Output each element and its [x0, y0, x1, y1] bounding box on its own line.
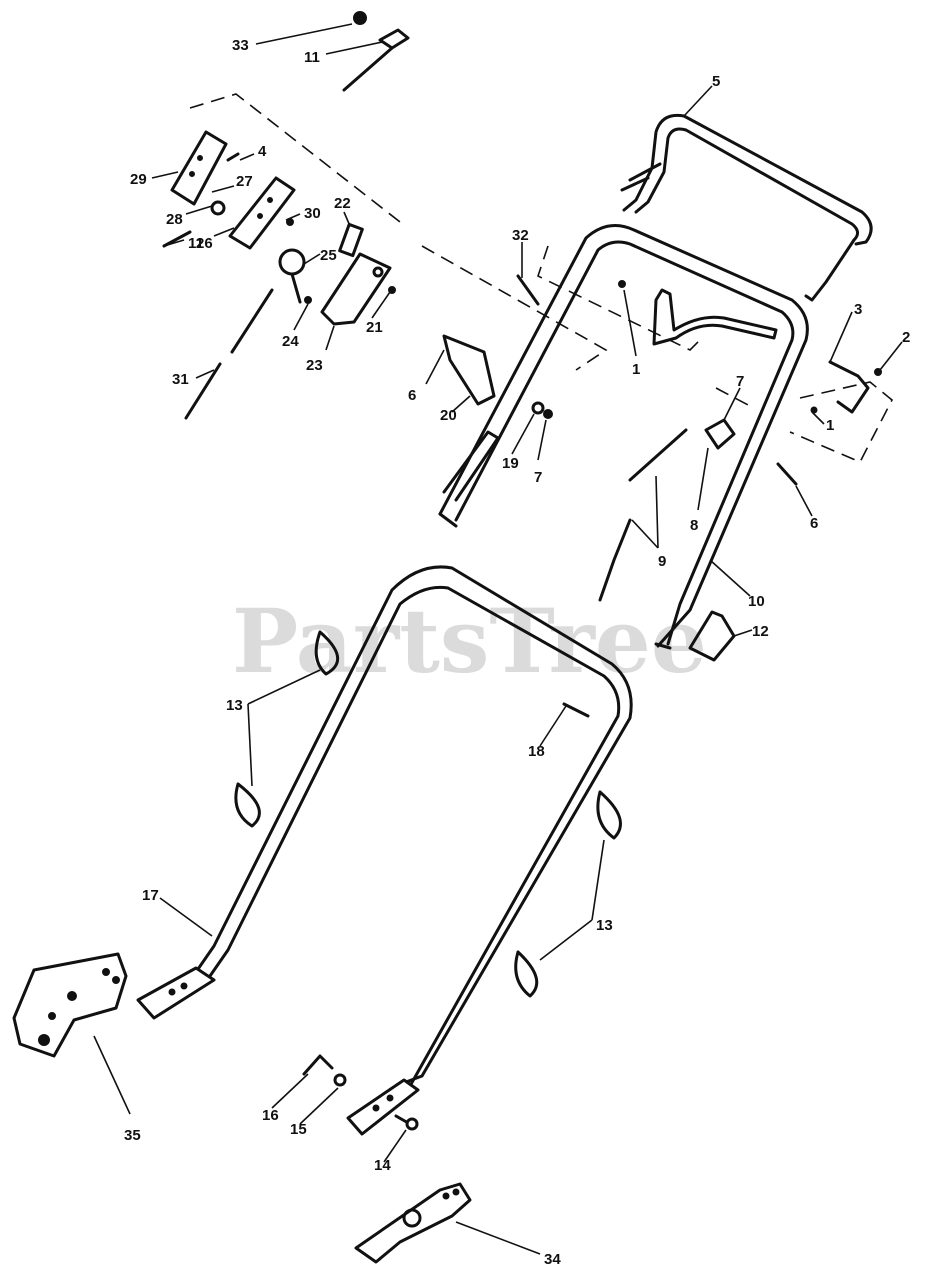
callout-28: 28 — [166, 211, 183, 228]
callout-5: 5 — [712, 73, 720, 90]
callout-24: 24 — [282, 333, 299, 350]
deck-bracket-part-34[interactable] — [354, 1182, 472, 1264]
callout-31: 31 — [172, 371, 189, 388]
callout-9: 9 — [658, 553, 666, 570]
callout-15: 15 — [290, 1121, 307, 1138]
callout-labels: 33 11 5 4 29 27 28 11 30 22 26 32 25 3 2… — [124, 37, 910, 1268]
callout-13-second: 13 — [596, 917, 613, 934]
callout-6: 6 — [408, 387, 416, 404]
control-plate-part-26[interactable] — [228, 176, 296, 250]
callout-22: 22 — [334, 195, 351, 212]
callout-10: 10 — [748, 593, 765, 610]
callout-1: 1 — [632, 361, 640, 378]
callout-34: 34 — [544, 1251, 561, 1268]
callout-11-second: 11 — [188, 235, 204, 252]
cable-tie-part-13-b — [234, 782, 261, 828]
callout-26: 26 — [196, 235, 213, 252]
callout-30: 30 — [304, 205, 321, 222]
small-parts-cluster — [162, 11, 882, 1131]
upper-handle-part-10[interactable] — [438, 224, 809, 650]
callout-33: 33 — [232, 37, 249, 54]
callout-1-second: 1 — [826, 417, 834, 434]
callout-25: 25 — [320, 247, 337, 264]
callout-3: 3 — [854, 301, 862, 318]
callout-7-second: 7 — [534, 469, 542, 486]
callout-13: 13 — [226, 697, 243, 714]
callout-2: 2 — [902, 329, 910, 346]
control-bail-part-5[interactable] — [620, 113, 873, 302]
callout-18: 18 — [528, 743, 545, 760]
callout-6-second: 6 — [810, 515, 818, 532]
callout-12: 12 — [752, 623, 769, 640]
control-housing-part-29[interactable] — [170, 130, 228, 206]
callout-27: 27 — [236, 173, 253, 190]
cable-tie-part-13-c — [596, 790, 622, 840]
cable-tie-part-13-a — [314, 630, 339, 676]
callout-11: 11 — [304, 49, 320, 66]
callout-20: 20 — [440, 407, 457, 424]
callout-17: 17 — [142, 887, 159, 904]
lower-handle-part-17[interactable] — [194, 565, 633, 1088]
control-knob-part-25[interactable] — [278, 248, 306, 304]
callout-14: 14 — [374, 1157, 391, 1174]
callout-8: 8 — [690, 517, 698, 534]
callout-16: 16 — [262, 1107, 279, 1124]
handle-bracket-left — [136, 966, 216, 1020]
group-outlines — [189, 93, 894, 464]
callout-19: 19 — [502, 455, 519, 472]
deck-bracket-part-35[interactable] — [12, 952, 128, 1058]
control-cover-part-23[interactable] — [320, 252, 392, 326]
watermark: PartsTree — [232, 589, 707, 693]
callout-21: 21 — [366, 319, 383, 336]
callout-7: 7 — [736, 373, 744, 390]
leader-lines — [93, 23, 903, 1255]
handle-bracket-right — [346, 1078, 420, 1136]
cable-tie-part-13-d — [514, 950, 539, 998]
callout-4: 4 — [258, 143, 267, 160]
callout-29: 29 — [130, 171, 147, 188]
callout-32: 32 — [512, 227, 529, 244]
callout-35: 35 — [124, 1127, 141, 1144]
callout-23: 23 — [306, 357, 323, 374]
